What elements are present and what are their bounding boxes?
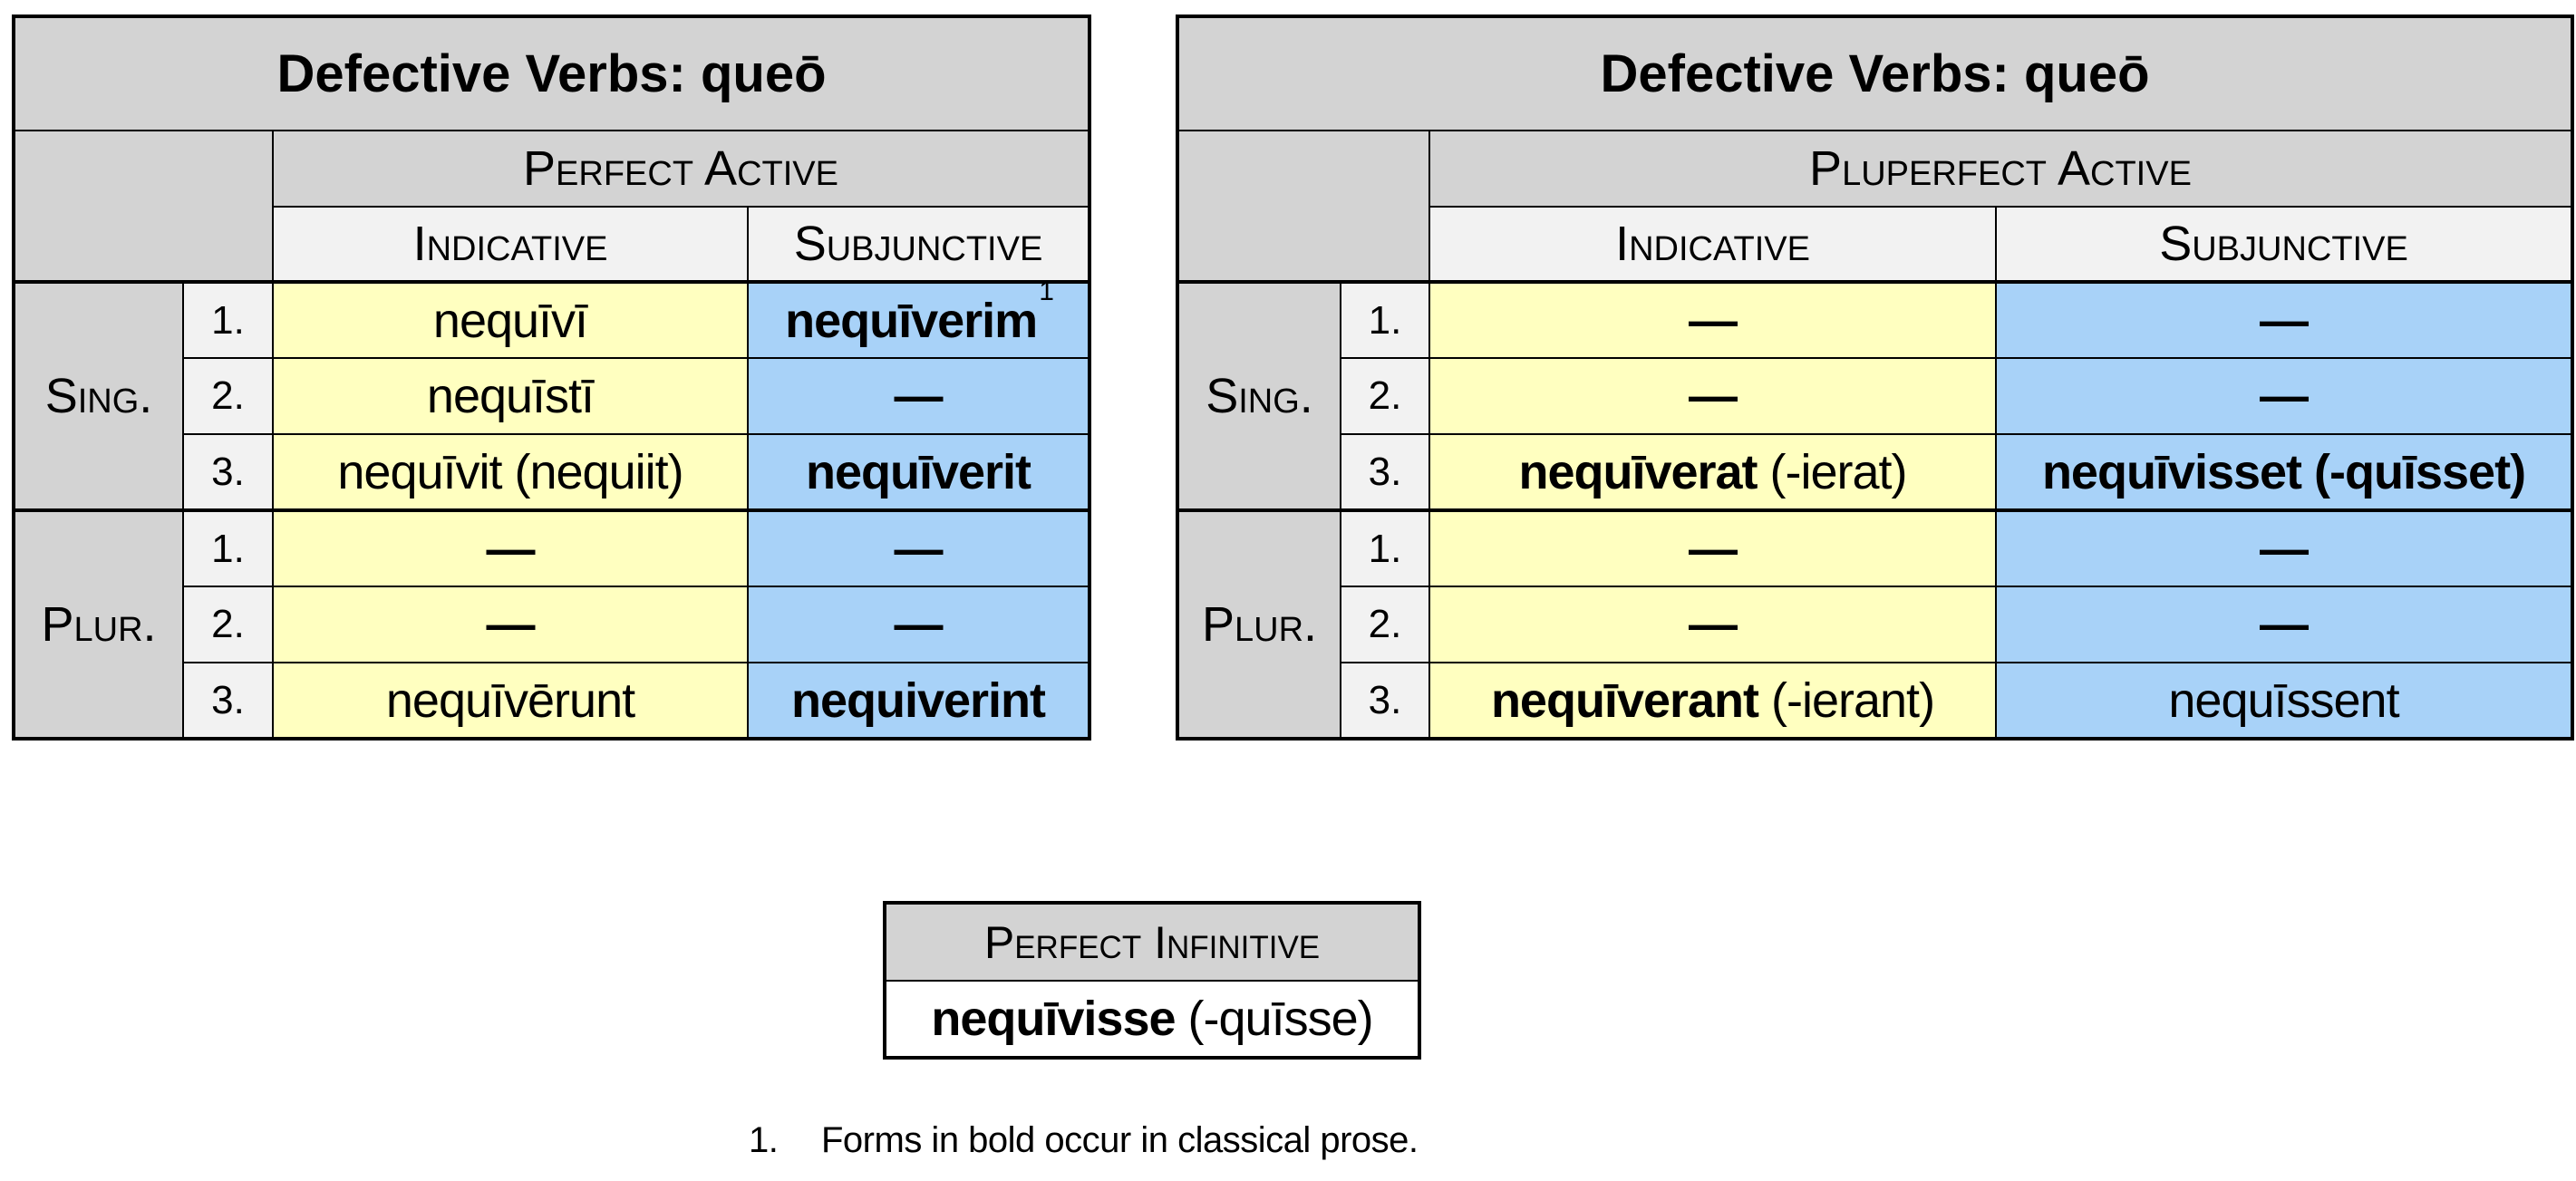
- cell-perf-ind-plur-2: —: [272, 586, 749, 663]
- verb-form-bold: —: [2260, 369, 2309, 423]
- row-group-label-plural: Plur.: [1177, 508, 1341, 740]
- tense-header-pluperfect-active: Pluperfect Active: [1428, 130, 2573, 208]
- verb-form: nequīvī: [432, 293, 588, 348]
- footnote-ref-1: 1: [1039, 282, 1054, 306]
- cell-perf-ind-plur-1: —: [272, 508, 749, 587]
- cell-plup-ind-sing-2: —: [1428, 357, 1997, 435]
- table-title: Defective Verbs: queō: [1177, 15, 2573, 131]
- cell-perf-subj-sing-2: —: [747, 357, 1090, 435]
- person-number: 2.: [1340, 586, 1430, 663]
- person-number: 2.: [1340, 357, 1430, 435]
- verb-form-bold: —: [486, 521, 536, 576]
- cell-plup-subj-plur-2: —: [1995, 586, 2573, 663]
- verb-form-bold: —: [1689, 521, 1738, 576]
- cell-perf-ind-sing-1: nequīvī: [272, 280, 749, 359]
- cell-perf-ind-sing-3: nequīvit (nequiit): [272, 433, 749, 511]
- verb-form-bold: —: [1689, 597, 1738, 652]
- verb-form-bold: —: [894, 521, 944, 576]
- verb-form-bold: —: [894, 597, 944, 652]
- cell-plup-ind-plur-2: —: [1428, 586, 1997, 663]
- person-number: 1.: [1340, 508, 1430, 587]
- verb-form-bold: nequīvisset (-quīsset): [2041, 444, 2526, 499]
- tense-header-perfect-active: Perfect Active: [272, 130, 1090, 208]
- cell-plup-subj-sing-1: —: [1995, 280, 2573, 359]
- cell-plup-subj-plur-3: nequīssent: [1995, 662, 2573, 740]
- cell-plup-subj-sing-3: nequīvisset (-quīsset): [1995, 433, 2573, 511]
- verb-form-bold: nequiverint: [790, 673, 1046, 728]
- person-number: 1.: [182, 508, 274, 587]
- verb-form-bold: —: [1689, 293, 1738, 348]
- verb-form-bold: nequīverant: [1490, 673, 1759, 728]
- cell-perf-subj-plur-2: —: [747, 586, 1090, 663]
- perfect-active-table: Defective Verbs: queō Perfect Active Ind…: [12, 15, 1091, 741]
- cell-perfect-infinitive: nequīvisse (-quīsse): [884, 980, 1420, 1059]
- row-group-label-singular: Sing.: [13, 280, 184, 511]
- infinitive-header: Perfect Infinitive: [884, 902, 1420, 982]
- cell-plup-subj-sing-2: —: [1995, 357, 2573, 435]
- verb-form-bold: nequīverat: [1518, 444, 1758, 499]
- corner-cell: [13, 130, 274, 283]
- cell-plup-ind-sing-1: —: [1428, 280, 1997, 359]
- cell-plup-ind-plur-3: nequīverant (-ierant): [1428, 662, 1997, 740]
- cell-plup-subj-plur-1: —: [1995, 508, 2573, 587]
- verb-form-bold: nequīvisse: [931, 992, 1176, 1046]
- col-header-subjunctive: Subjunctive: [1995, 206, 2573, 283]
- person-number: 3.: [182, 662, 274, 740]
- row-group-label-plural: Plur.: [13, 508, 184, 740]
- person-number: 1.: [182, 280, 274, 359]
- footnote-number: 1.: [749, 1120, 779, 1160]
- verb-form: nequīvērunt: [385, 673, 635, 728]
- footnote-text: Forms in bold occur in classical prose.: [821, 1120, 1419, 1160]
- person-number: 3.: [1340, 662, 1430, 740]
- cell-plup-ind-sing-3: nequīverat (-ierat): [1428, 433, 1997, 511]
- perfect-infinitive-table: Perfect Infinitive nequīvisse (-quīsse): [883, 901, 1421, 1060]
- person-number: 3.: [182, 433, 274, 511]
- verb-form: nequīstī: [426, 369, 595, 423]
- verb-form-bold: —: [894, 369, 944, 423]
- col-header-subjunctive: Subjunctive: [747, 206, 1090, 283]
- cell-perf-subj-plur-1: —: [747, 508, 1090, 587]
- verb-form: (-ierant): [1758, 673, 1935, 728]
- verb-form-bold: —: [486, 597, 536, 652]
- person-number: 2.: [182, 586, 274, 663]
- cell-perf-subj-sing-3: nequīverit: [747, 433, 1090, 511]
- cell-perf-ind-sing-2: nequīstī: [272, 357, 749, 435]
- person-number: 2.: [182, 357, 274, 435]
- row-group-label-singular: Sing.: [1177, 280, 1341, 511]
- person-number: 3.: [1340, 433, 1430, 511]
- corner-cell: [1177, 130, 1430, 283]
- verb-form: nequīvit (nequiit): [337, 444, 683, 499]
- cell-perf-subj-sing-1: nequīverim1: [747, 280, 1090, 359]
- footnote: 1. Forms in bold occur in classical pros…: [749, 1120, 1419, 1161]
- verb-form-bold: —: [1689, 369, 1738, 423]
- verb-form: (-ierat): [1757, 444, 1908, 499]
- cell-perf-subj-plur-3: nequiverint: [747, 662, 1090, 740]
- pluperfect-active-table: Defective Verbs: queō Pluperfect Active …: [1176, 15, 2574, 741]
- verb-form-bold: nequīverit: [805, 444, 1031, 499]
- verb-form-bold: nequīverim: [785, 293, 1038, 348]
- col-header-indicative: Indicative: [272, 206, 749, 283]
- person-number: 1.: [1340, 280, 1430, 359]
- cell-perf-ind-plur-3: nequīvērunt: [272, 662, 749, 740]
- table-title: Defective Verbs: queō: [13, 15, 1090, 131]
- cell-plup-ind-plur-1: —: [1428, 508, 1997, 587]
- verb-form: (-quīsse): [1175, 992, 1374, 1046]
- verb-form-bold: —: [2260, 597, 2309, 652]
- verb-form: nequīssent: [2168, 673, 2399, 728]
- verb-form-bold: —: [2260, 521, 2309, 576]
- verb-form-bold: —: [2260, 293, 2309, 348]
- col-header-indicative: Indicative: [1428, 206, 1997, 283]
